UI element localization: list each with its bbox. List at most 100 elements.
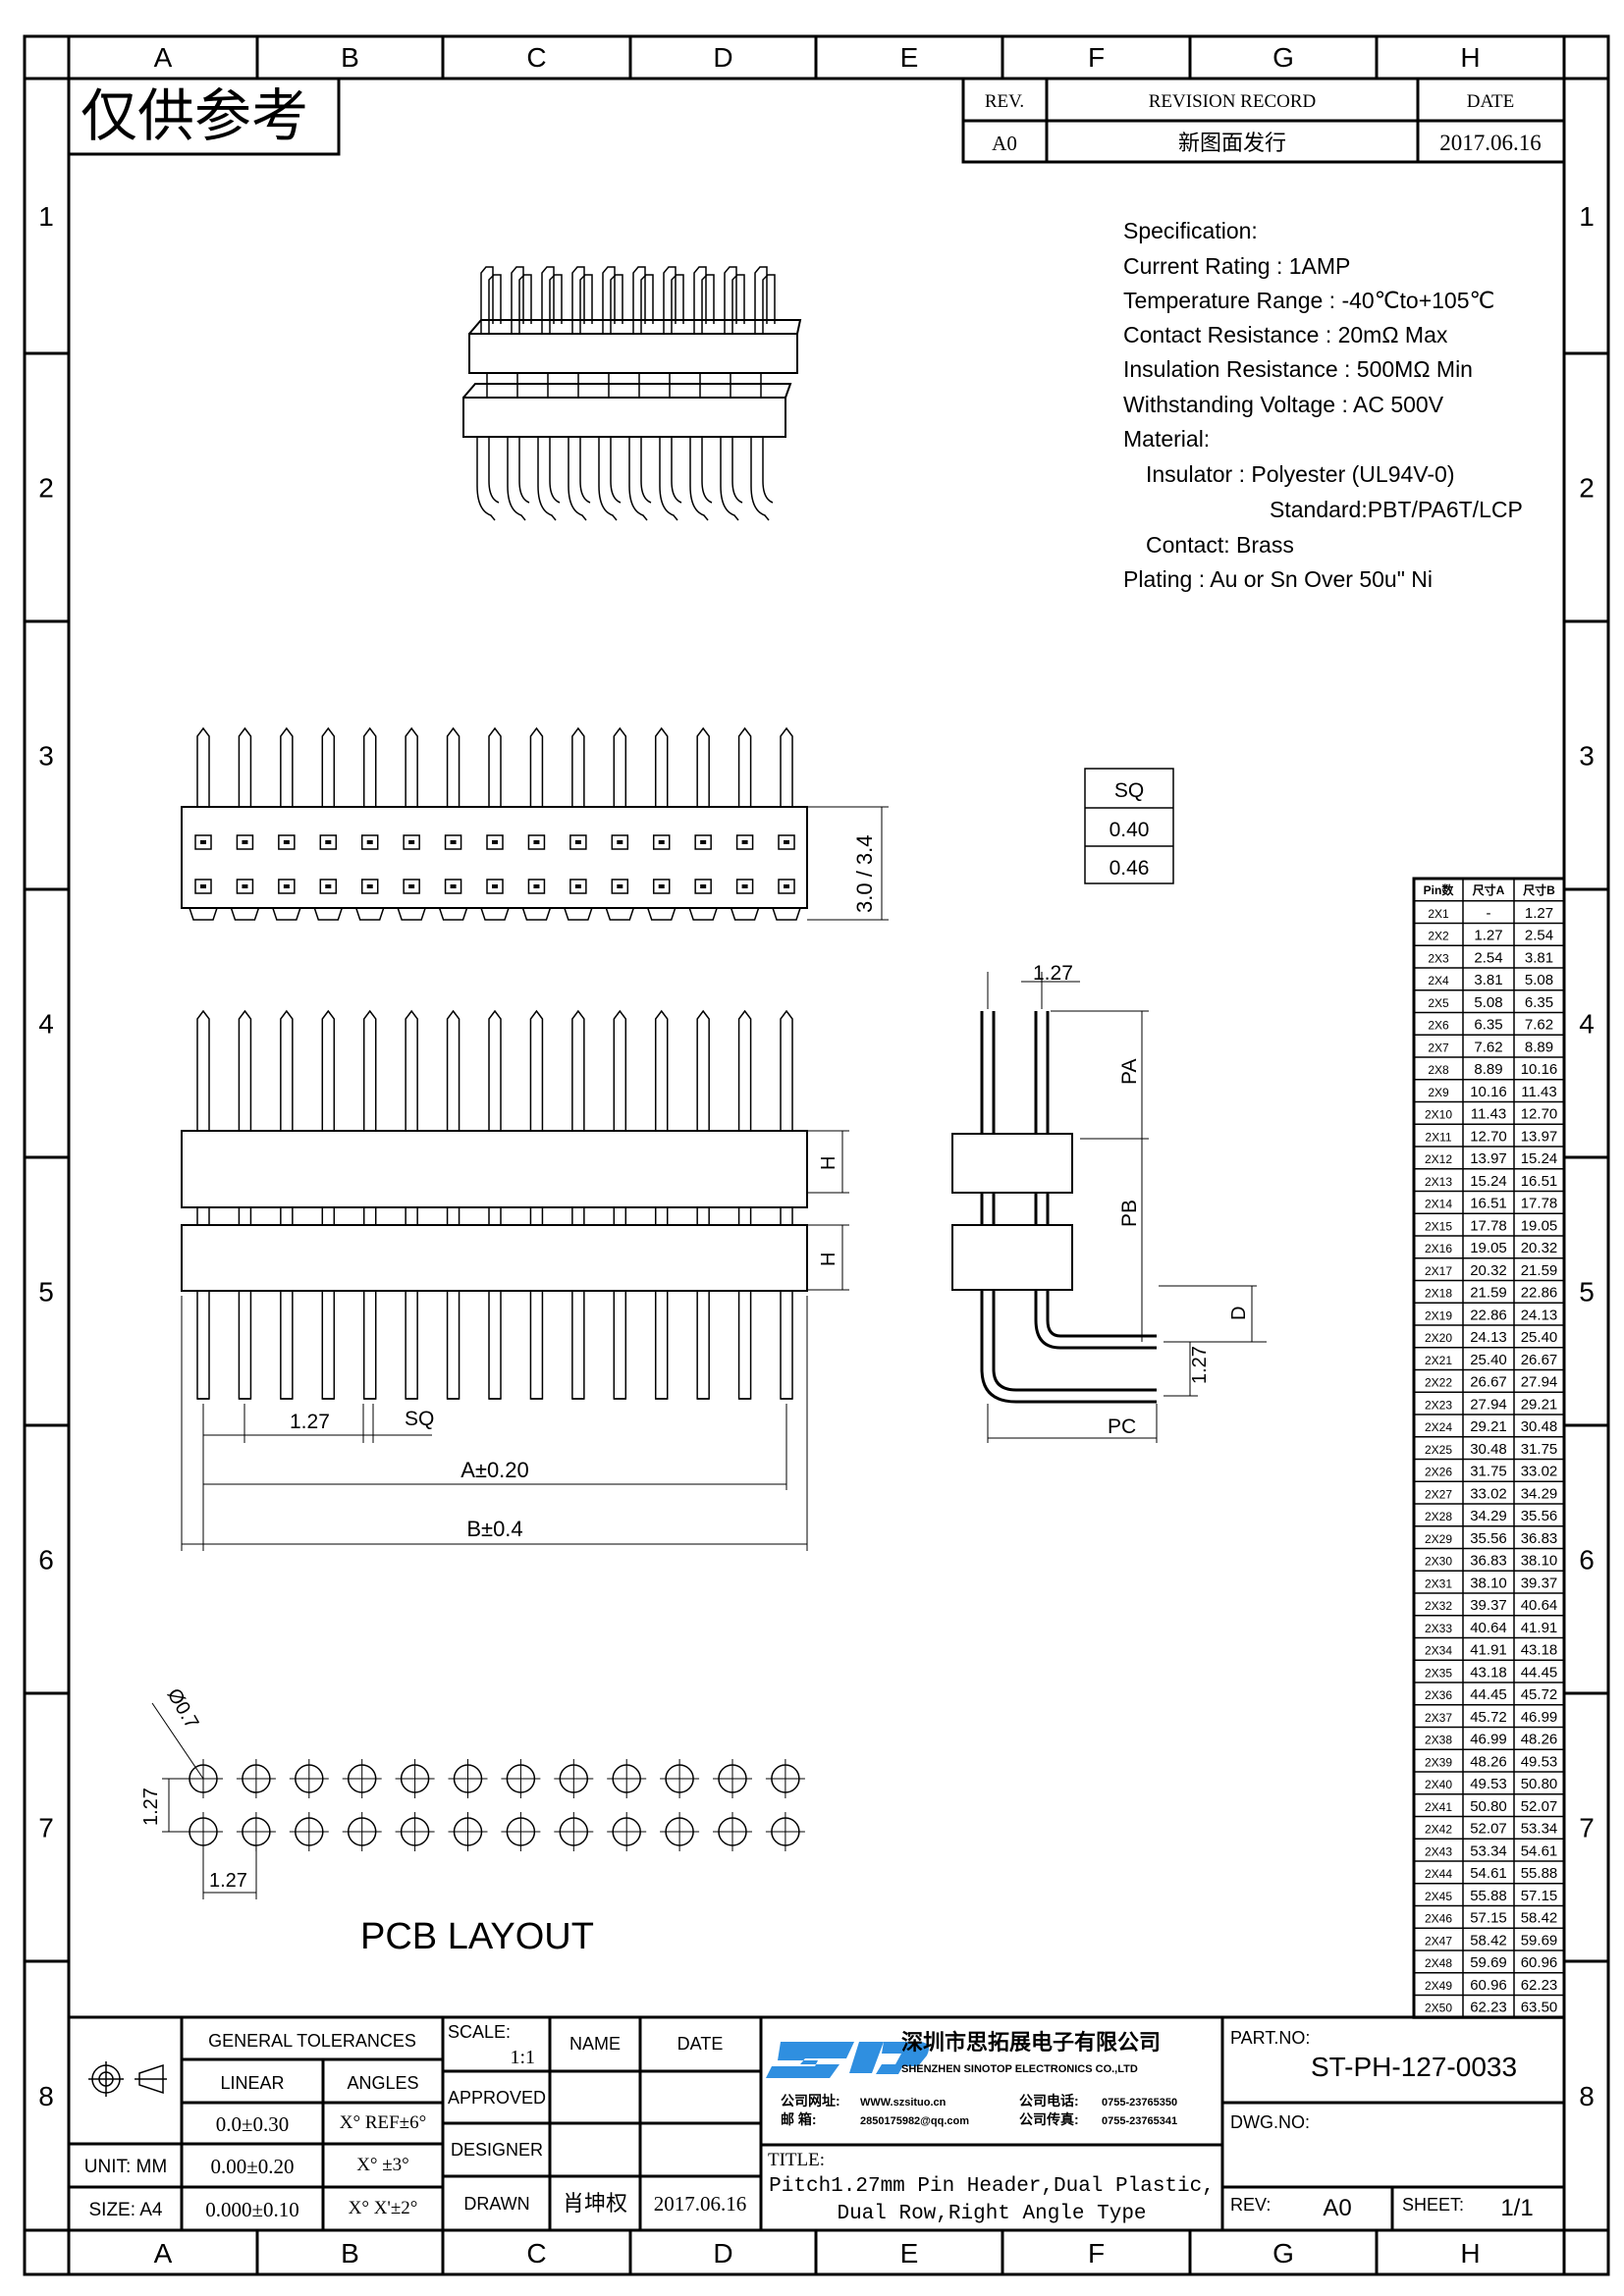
pin — [280, 1009, 294, 1131]
table-cell: 10.16 — [1470, 1084, 1507, 1100]
table-cell: 2X33 — [1425, 1622, 1452, 1635]
table-cell: 2X19 — [1425, 1308, 1452, 1322]
table-cell: 25.40 — [1470, 1352, 1507, 1368]
table-cell: 17.78 — [1521, 1196, 1558, 1212]
pitch-dimension: 1.27 — [290, 1411, 330, 1433]
pin — [405, 1009, 418, 1131]
iso-pin-bent — [762, 437, 774, 504]
drawn-date: 2017.06.16 — [654, 2192, 747, 2216]
table-cell: 62.23 — [1470, 2000, 1507, 2016]
pin — [280, 1290, 294, 1400]
phone: 0755-23765350 — [1102, 2097, 1177, 2109]
iso-pin — [541, 266, 555, 334]
pin — [238, 1206, 252, 1226]
pin-square-pad — [569, 834, 587, 850]
zone-row-label: 2 — [1579, 473, 1595, 504]
iso-pin — [549, 274, 563, 334]
tolerance-linear: 0.0±0.30 — [216, 2112, 290, 2136]
table-cell: 24.13 — [1470, 1329, 1507, 1346]
pin — [321, 1009, 336, 1131]
stamp-box — [67, 77, 341, 156]
tolerance-linear: 0.00±0.20 — [210, 2155, 294, 2178]
table-header: 尺寸B — [1523, 882, 1555, 897]
pin-center — [741, 884, 748, 888]
table-cell: 46.99 — [1521, 1709, 1558, 1726]
table-cell: 54.61 — [1521, 1842, 1558, 1859]
zone-row-label: 6 — [38, 1545, 54, 1575]
table-cell: 60.96 — [1470, 1977, 1507, 1994]
table-cell: 62.23 — [1521, 1977, 1558, 1994]
pin-center — [741, 840, 748, 844]
pin-square-pad — [444, 834, 462, 850]
table-cell: 6.35 — [1525, 994, 1553, 1011]
pin-center — [366, 840, 373, 844]
table-cell: 2X35 — [1425, 1666, 1452, 1680]
table-cell: 57.15 — [1521, 1888, 1558, 1904]
table-cell: 2X11 — [1425, 1130, 1451, 1144]
table-cell: 8.89 — [1525, 1039, 1553, 1055]
iso-pin — [480, 266, 494, 334]
pin — [238, 1290, 252, 1400]
company-name-en: SHENZHEN SINOTOP ELECTRONICS CO.,LTD — [901, 2063, 1138, 2075]
pin — [446, 1206, 460, 1226]
zone-column-label: A — [154, 42, 173, 73]
table-cell: 57.15 — [1470, 1910, 1507, 1927]
pin-square-pad — [694, 879, 712, 894]
table-cell: 2X28 — [1425, 1510, 1452, 1523]
pin — [654, 726, 669, 807]
table-cell: 2X20 — [1425, 1331, 1452, 1345]
table-cell: 31.75 — [1470, 1464, 1507, 1480]
table-cell: 21.59 — [1470, 1285, 1507, 1302]
table-cell: 2X24 — [1425, 1420, 1452, 1434]
pcb-pitch-horizontal: 1.27 — [209, 1870, 247, 1892]
pin — [362, 1206, 377, 1226]
spec-line: Current Rating : 1AMP — [1123, 253, 1350, 279]
side-view: 1.27 PA PB D 1.27 PC — [951, 962, 1267, 1443]
zone-row-label: 5 — [38, 1277, 54, 1308]
rev-label: REV: — [1230, 2195, 1271, 2215]
table-cell: 53.34 — [1521, 1821, 1558, 1838]
pin — [571, 1206, 585, 1226]
table-cell: 54.61 — [1470, 1865, 1507, 1882]
iso-pin — [731, 274, 745, 334]
title-line-1: Pitch1.27mm Pin Header,Dual Plastic, — [769, 2175, 1215, 2198]
table-cell: 15.24 — [1470, 1173, 1507, 1190]
table-cell: 2.54 — [1525, 928, 1553, 944]
spec-line: Contact: Brass — [1146, 532, 1294, 558]
iso-pin-bent — [579, 437, 591, 504]
pin — [737, 1009, 752, 1131]
sheet-label: SHEET: — [1402, 2195, 1464, 2215]
table-cell: 52.07 — [1521, 1798, 1558, 1815]
sq-dimension: SQ — [405, 1408, 434, 1430]
revision-record: REV. REVISION RECORD DATE A0 新图面发行 2017.… — [961, 77, 1566, 164]
pin — [196, 1206, 210, 1226]
bend-pitch-dimension: 1.27 — [1189, 1346, 1211, 1384]
table-cell: 5.08 — [1474, 994, 1502, 1011]
table-cell: 2X4 — [1428, 974, 1449, 988]
pin — [571, 726, 585, 807]
pin-square-pad — [611, 879, 629, 894]
pin-square-pad — [778, 879, 795, 894]
iso-pin — [724, 266, 737, 334]
table-cell: 2X41 — [1425, 1800, 1452, 1814]
table-cell: 7.62 — [1474, 1039, 1502, 1055]
pin — [696, 1206, 710, 1226]
pin-square-pad — [278, 879, 296, 894]
pin-square-pad — [194, 879, 212, 894]
table-cell: 38.10 — [1470, 1575, 1507, 1591]
pin — [362, 1290, 377, 1400]
table-cell: 27.94 — [1470, 1396, 1507, 1413]
iso-pin-bent — [476, 437, 496, 521]
table-cell: 3.81 — [1525, 949, 1553, 966]
table-cell: 2X29 — [1425, 1532, 1452, 1546]
table-cell: 13.97 — [1521, 1128, 1558, 1145]
iso-pin-bent — [518, 437, 530, 504]
pin-center — [700, 884, 707, 888]
table-cell: 59.69 — [1521, 1932, 1558, 1949]
spec-line: Material: — [1123, 426, 1210, 452]
approved-label: APPROVED — [448, 2088, 546, 2108]
iso-pin — [632, 266, 646, 334]
table-cell: 1.27 — [1474, 928, 1502, 944]
pin — [780, 726, 793, 807]
phone-label: 公司电话: — [1019, 2093, 1079, 2109]
